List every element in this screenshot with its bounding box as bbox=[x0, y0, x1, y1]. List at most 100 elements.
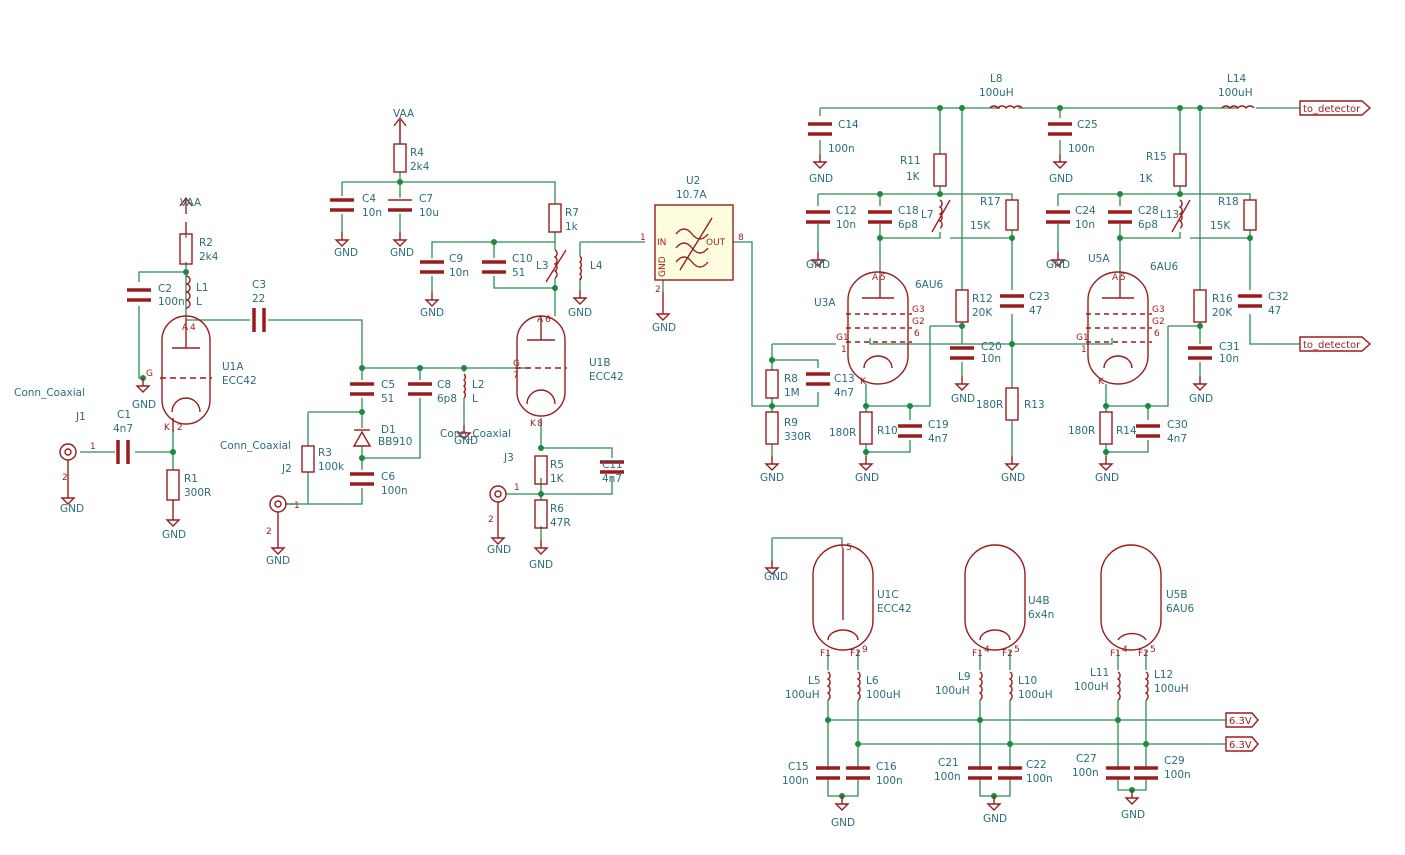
c16-ref: C16 bbox=[876, 761, 897, 773]
l3-ref: L3 bbox=[536, 260, 549, 272]
pin-label: 7 bbox=[513, 371, 519, 381]
u1a-ref: U1A bbox=[222, 361, 244, 373]
c5-value: 51 bbox=[381, 393, 394, 405]
c11-value: 4n7 bbox=[602, 473, 622, 485]
c23-value: 47 bbox=[1029, 305, 1042, 317]
r12-ref: R12 bbox=[972, 293, 993, 305]
gnd-label: GND bbox=[760, 472, 784, 484]
u4b-ref: U4B bbox=[1028, 595, 1050, 607]
r8-value: 1M bbox=[784, 387, 800, 399]
pin-label: K bbox=[860, 377, 867, 387]
c8-ref: C8 bbox=[437, 379, 451, 391]
l1-value: L bbox=[196, 296, 202, 308]
r15-ref: R15 bbox=[1146, 151, 1167, 163]
l1-ref: L1 bbox=[196, 282, 209, 294]
u1c-ref: U1C bbox=[877, 589, 899, 601]
c1-ref: C1 bbox=[117, 409, 131, 421]
c19-ref: C19 bbox=[928, 419, 949, 431]
gnd-label: GND bbox=[1095, 472, 1119, 484]
gnd-label: GND bbox=[334, 247, 358, 259]
pin-label: 6 bbox=[545, 315, 551, 325]
gnd-label: GND bbox=[487, 544, 511, 556]
gnd-label: GND bbox=[809, 173, 833, 185]
l12-value: 100uH bbox=[1154, 683, 1189, 695]
c3-ref: C3 bbox=[252, 279, 266, 291]
pin-label: 5 bbox=[1150, 645, 1156, 655]
l9-ref: L9 bbox=[958, 671, 971, 683]
c19-value: 4n7 bbox=[928, 433, 948, 445]
gnd-label: GND bbox=[1046, 259, 1070, 271]
gnd-label: GND bbox=[132, 399, 156, 411]
c7-ref: C7 bbox=[419, 193, 433, 205]
c12-ref: C12 bbox=[836, 205, 857, 217]
filament-net-label: 6.3V bbox=[1229, 740, 1252, 751]
gnd-label: GND bbox=[568, 307, 592, 319]
c10-value: 51 bbox=[512, 267, 525, 279]
pin-label: A bbox=[872, 273, 879, 283]
gnd-label: GND bbox=[529, 559, 553, 571]
r6-ref: R6 bbox=[550, 503, 564, 515]
c5-ref: C5 bbox=[381, 379, 395, 391]
pin-label: 6 bbox=[914, 329, 920, 339]
c24-ref: C24 bbox=[1075, 205, 1096, 217]
u1c-value: ECC42 bbox=[877, 603, 912, 615]
c4-ref: C4 bbox=[362, 193, 376, 205]
c13-value: 4n7 bbox=[834, 387, 854, 399]
r4-ref: R4 bbox=[410, 147, 424, 159]
pin-label: 2 bbox=[62, 473, 68, 483]
pin-label: 5 bbox=[846, 543, 852, 553]
r13-ref: R13 bbox=[1024, 399, 1045, 411]
u2-ref: U2 bbox=[686, 175, 700, 187]
pin-label: A bbox=[537, 315, 544, 325]
vaa-label: VAA bbox=[180, 197, 202, 209]
c25-value: 100n bbox=[1068, 143, 1095, 155]
c32-ref: C32 bbox=[1268, 291, 1289, 303]
to-detector-label: to_detector bbox=[1303, 340, 1361, 351]
r13-value: 180R bbox=[976, 399, 1003, 411]
l13-ref: L13 bbox=[1160, 209, 1179, 221]
c15-value: 100n bbox=[782, 775, 809, 787]
c20-value: 10n bbox=[981, 353, 1001, 365]
pin-label: F1 bbox=[820, 649, 831, 659]
r2-ref: R2 bbox=[199, 237, 213, 249]
l8-ref: L8 bbox=[990, 73, 1003, 85]
l2-ref: L2 bbox=[472, 379, 485, 391]
l9-value: 100uH bbox=[935, 685, 970, 697]
r11-ref: R11 bbox=[900, 155, 921, 167]
c30-ref: C30 bbox=[1167, 419, 1188, 431]
pin-label: 5 bbox=[1120, 273, 1126, 283]
u1a-value: ECC42 bbox=[222, 375, 257, 387]
c31-value: 10n bbox=[1219, 353, 1239, 365]
c23-ref: C23 bbox=[1029, 291, 1050, 303]
r4-value: 2k4 bbox=[410, 161, 430, 173]
r5-value: 1K bbox=[550, 473, 565, 485]
pin-label: 1 bbox=[1081, 345, 1087, 355]
pin-label: G3 bbox=[1152, 305, 1165, 315]
r8-ref: R8 bbox=[784, 373, 798, 385]
pin-label: K bbox=[1098, 377, 1105, 387]
r3-value: 100k bbox=[318, 461, 345, 473]
l2-value: L bbox=[472, 393, 478, 405]
pin-label: G2 bbox=[1152, 317, 1165, 327]
pin-label: F2 bbox=[1138, 649, 1149, 659]
gnd-label: GND bbox=[806, 259, 830, 271]
r10-value: 180R bbox=[829, 427, 856, 439]
c6-value: 100n bbox=[381, 485, 408, 497]
pin-label: G bbox=[146, 369, 153, 379]
c21-ref: C21 bbox=[938, 757, 959, 769]
c18-ref: C18 bbox=[898, 205, 919, 217]
pin-label: G3 bbox=[912, 305, 925, 315]
c7-value: 10u bbox=[419, 207, 439, 219]
c13-ref: C13 bbox=[834, 373, 855, 385]
c21-value: 100n bbox=[934, 771, 961, 783]
c10-ref: C10 bbox=[512, 253, 533, 265]
junction-dots bbox=[140, 105, 1253, 799]
c31-ref: C31 bbox=[1219, 341, 1240, 353]
pin-label: G1 bbox=[1076, 333, 1089, 343]
gnd-label: GND bbox=[60, 503, 84, 515]
c30-value: 4n7 bbox=[1167, 433, 1187, 445]
pin-out-label: OUT bbox=[706, 238, 726, 248]
c14-value: 100n bbox=[828, 143, 855, 155]
pin-label: K bbox=[164, 423, 171, 433]
